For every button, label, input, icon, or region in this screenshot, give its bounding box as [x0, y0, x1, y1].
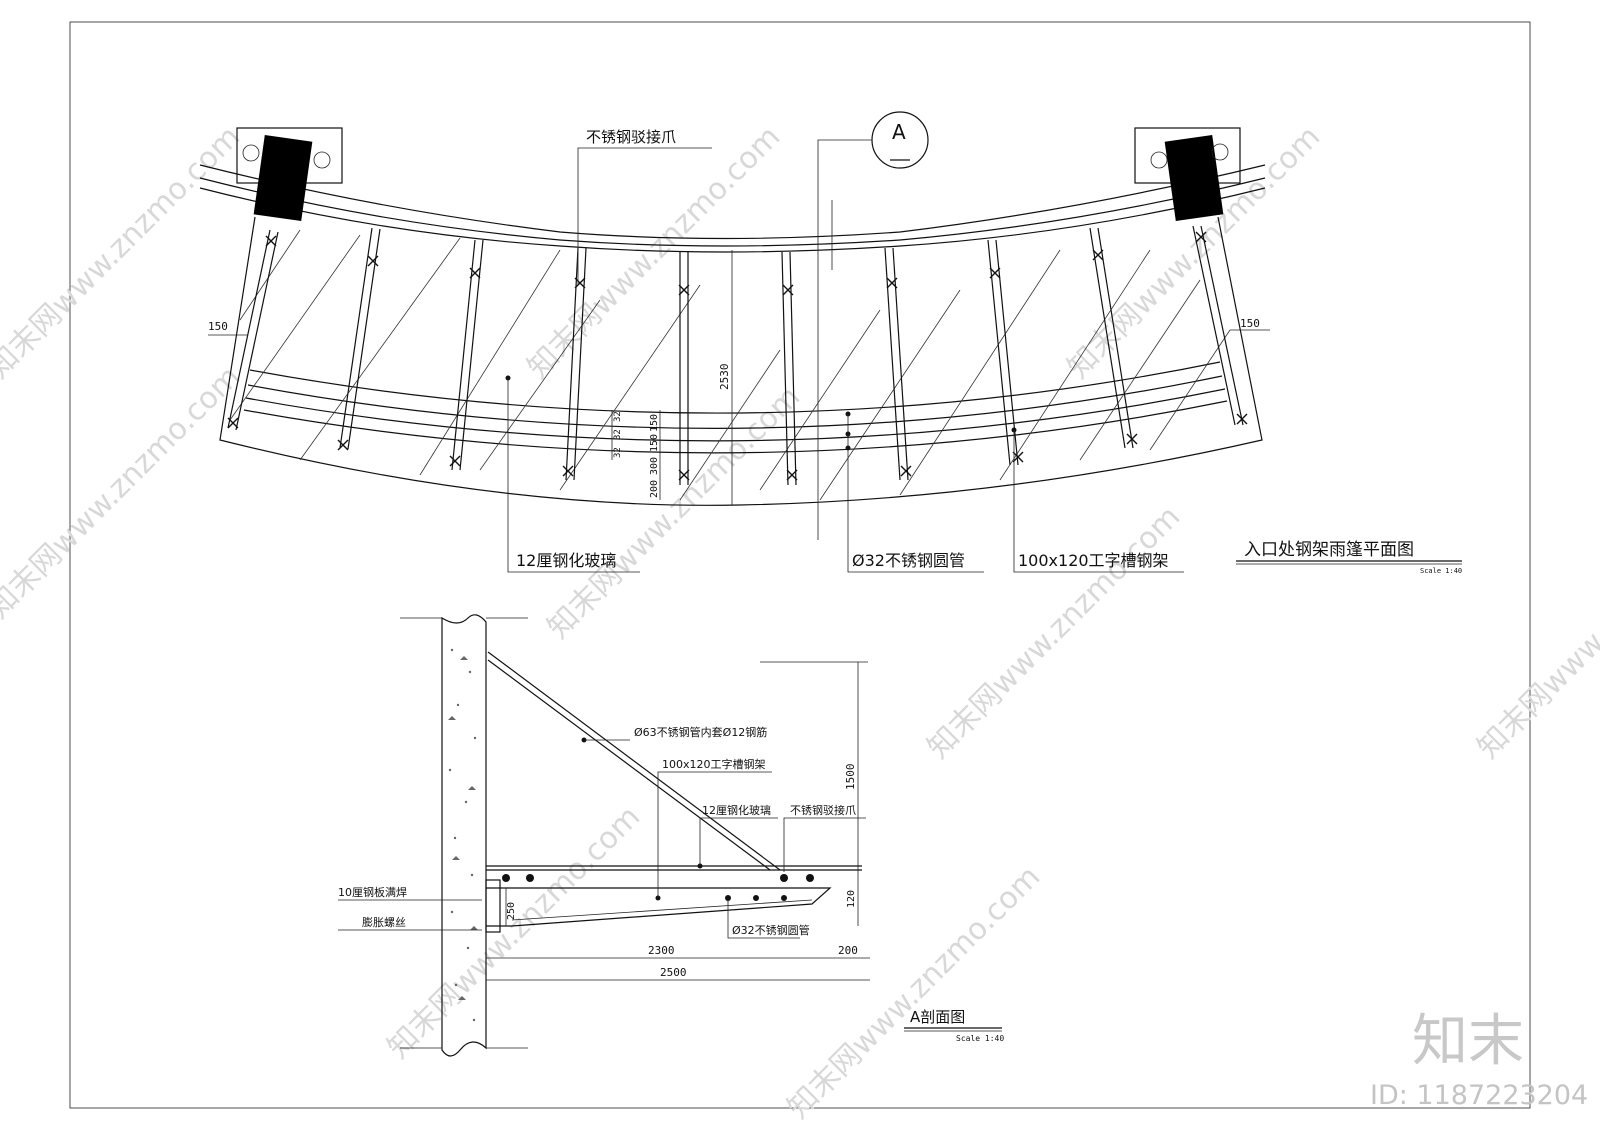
section-label-bolt: 膨胀螺丝	[362, 915, 406, 929]
id-watermark: ID: 1187223204	[1370, 1080, 1588, 1111]
bolt-icon	[242, 144, 260, 162]
claw-markers	[227, 231, 1248, 481]
dim-32a: 32	[613, 447, 623, 458]
section-label-plate: 10厘钢板满焊	[338, 885, 407, 899]
section-label-tube: Ø32不锈钢圆管	[732, 923, 810, 937]
leader-tube	[847, 414, 984, 573]
bolt-icon	[1150, 151, 1168, 169]
section-beam	[486, 887, 832, 927]
plan-scale: Scale 1:40	[1420, 567, 1462, 575]
bolt-icon	[313, 151, 331, 169]
section-scale: Scale 1:40	[956, 1034, 1004, 1043]
label-tube: Ø32不锈钢圆管	[852, 551, 965, 570]
label-claw: 不锈钢驳接爪	[586, 128, 676, 146]
radial-steel-bars	[227, 225, 1244, 486]
glass-outline	[219, 216, 1263, 506]
dim-height-label: 1500	[844, 764, 857, 791]
leader-claw	[577, 147, 712, 285]
dim-300: 300	[649, 457, 660, 475]
watermark-layer: 知末网www.znzmo.com 知末网www.znzmo.com 知末网www…	[0, 119, 1600, 1125]
dim-side-right-label: 150	[1240, 317, 1260, 330]
leader-steel	[1013, 430, 1184, 573]
dim-depth-label: 2530	[718, 364, 731, 391]
tie-rod	[487, 651, 781, 871]
plan-view: 2530 200 300 150 150 32 32 32 150 150 A …	[199, 111, 1462, 575]
right-steel-block	[1164, 135, 1224, 221]
dim-200: 200	[649, 480, 660, 498]
section-label-claw: 不锈钢驳接爪	[790, 804, 856, 817]
watermark-text: 知末网www.znzmo.com	[381, 799, 647, 1065]
leader-glass	[507, 378, 640, 573]
steel-plate	[485, 879, 501, 933]
section-tube	[511, 899, 813, 921]
watermark-text: 知末网www.znzmo.com	[0, 119, 247, 385]
dim-base-label: 250	[506, 902, 517, 920]
tube-line	[245, 388, 1226, 442]
wall-hatch	[448, 648, 478, 1022]
plan-beam-curve	[199, 177, 1266, 247]
watermark-text: 知末网www.znzmo.com	[541, 379, 807, 645]
plan-beam-curve	[199, 187, 1266, 253]
dim-beam-label: 120	[846, 890, 857, 908]
section-label-steel: 100x120工字槽钢架	[662, 757, 766, 771]
dim-overhang-label: 200	[838, 944, 858, 957]
dim-stack: 200 300 150 150 32 32 32	[611, 410, 661, 500]
bolt-icon	[1211, 143, 1229, 161]
dim-32b: 32	[613, 429, 623, 440]
watermark-text: 知末网www.znzmo.com	[0, 359, 247, 625]
tube-line	[249, 361, 1221, 414]
section-title: A剖面图	[910, 1008, 965, 1026]
glass-hatch	[229, 229, 1231, 501]
section-cut-line	[817, 139, 872, 540]
section-label-glass: 12厘钢化玻璃	[702, 803, 771, 817]
leader-section-steel	[657, 771, 772, 898]
dim-150a: 150	[649, 434, 660, 452]
brand-watermark: 知末	[1412, 1009, 1524, 1074]
leader-section-claw	[783, 817, 866, 872]
section-view: Ø63不锈钢管内套Ø12钢筋 100x120工字槽钢架 12厘钢化玻璃 不锈钢驳…	[338, 614, 1004, 1057]
dim-150b: 150	[649, 414, 660, 432]
sheet-border	[69, 21, 1531, 1109]
tie-rod	[487, 659, 771, 871]
plan-beam-curve	[199, 164, 1266, 240]
dim-side-left-label: 150	[208, 320, 228, 333]
leader-section-glass	[699, 817, 778, 866]
section-marker-label: A	[892, 120, 906, 144]
dim-outer-label: 2500	[660, 966, 687, 979]
watermark-text: 知末网www.znzmo.com	[921, 499, 1187, 765]
watermark-text: 知末网www.znzmo.com	[521, 119, 787, 385]
leader-section-tube	[727, 900, 800, 939]
section-label-tie-rod: Ø63不锈钢管内套Ø12钢筋	[634, 725, 767, 739]
left-steel-block	[253, 135, 313, 221]
dim-32c: 32	[613, 411, 623, 422]
label-steel: 100x120工字槽钢架	[1018, 551, 1169, 570]
plan-title: 入口处钢架雨篷平面图	[1244, 540, 1414, 560]
tube-line	[243, 400, 1228, 454]
label-glass: 12厘钢化玻璃	[516, 551, 616, 570]
watermark-text: 知末网www.znzmo.com	[1471, 499, 1600, 765]
tube-line	[247, 375, 1223, 429]
watermark-text: 知末网www.znzmo.com	[781, 859, 1047, 1125]
dim-inner-label: 2300	[648, 944, 675, 957]
